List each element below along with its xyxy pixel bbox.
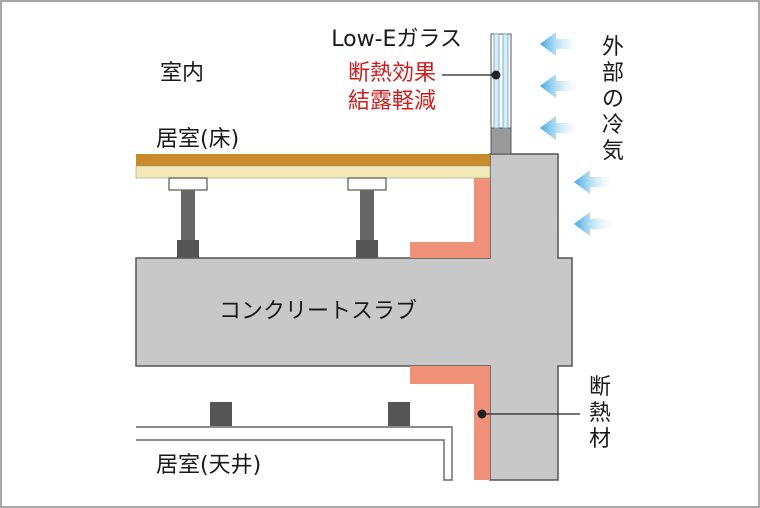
label-outside-air: 外 部 の 冷 気 [602, 35, 624, 164]
floor-base [135, 165, 491, 179]
arrow-left-icon [540, 32, 582, 56]
label-insulation-char: 断 [589, 375, 611, 400]
label-outside-air-char: 冷 [602, 113, 624, 138]
label-outside-air-char: 気 [602, 139, 624, 164]
label-indoor: 室内 [160, 61, 204, 86]
label-outside-air-char: 外 [602, 35, 624, 60]
concrete-structure [135, 153, 573, 481]
label-slab: コンクリートスラブ [219, 299, 417, 324]
window-sill [490, 127, 512, 155]
label-insulation-char: 熱 [589, 401, 611, 426]
ceiling-board [136, 426, 453, 481]
glass-pane [502, 33, 509, 129]
ceiling-hanger [388, 402, 410, 426]
floor-support-pad [168, 177, 208, 191]
floor-support-post [360, 190, 374, 240]
label-room-ceiling: 居室(天井) [156, 453, 261, 478]
dot-icon [477, 409, 487, 419]
label-room-floor: 居室(床) [156, 127, 239, 152]
insulation-lower [410, 366, 490, 480]
floor-support-base [177, 240, 199, 258]
floor-support-pad [347, 177, 387, 191]
floor-support-base [356, 240, 378, 258]
label-outside-air-char: の [602, 87, 624, 112]
floor-finish [136, 154, 490, 166]
insulation-upper [410, 176, 490, 258]
arrow-left-icon [540, 116, 582, 140]
arrow-left-icon [574, 212, 616, 236]
arrow-left-icon [540, 74, 582, 98]
arrow-left-icon [574, 170, 616, 194]
label-insulation: 断 熱 材 [589, 375, 611, 452]
label-outside-air-char: 部 [602, 61, 624, 86]
label-effect-1: 断熱効果 [348, 61, 436, 86]
ceiling-hanger [210, 402, 232, 426]
floor-support-post [181, 190, 195, 240]
label-insulation-char: 材 [589, 427, 611, 452]
dot-icon [491, 70, 501, 80]
label-effect-2: 結露軽減 [348, 89, 436, 114]
cold-air-arrows [540, 32, 616, 236]
glass-pane [493, 33, 500, 129]
label-glass: Low-Eガラス [331, 27, 462, 52]
